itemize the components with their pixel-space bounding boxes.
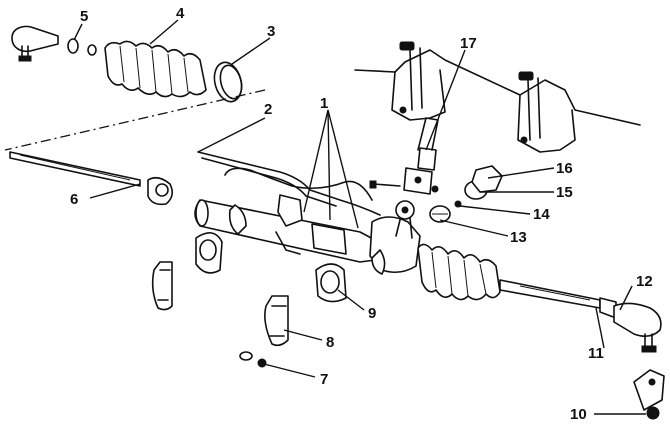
callout-16: 16 [556, 160, 573, 177]
rack-boot-left [104, 40, 207, 98]
callout-3: 3 [267, 23, 275, 40]
callout-13: 13 [510, 229, 527, 246]
tie-rod-right [499, 279, 617, 319]
outer-tie-rod-end-right [613, 302, 662, 353]
callout-14: 14 [533, 206, 550, 223]
boot-clamp [213, 61, 243, 103]
callout-labels: 1 2 3 4 5 6 7 8 9 10 11 12 13 14 15 16 1… [70, 5, 653, 423]
mounting-nut [239, 351, 267, 368]
mounting-strap-left [151, 261, 173, 311]
pinion-cover-cap [429, 205, 451, 223]
body-panel-mounting [354, 41, 641, 153]
rubber-bush-left [195, 232, 223, 274]
pinion-locknut [471, 165, 503, 193]
callout-9: 9 [368, 305, 376, 322]
pinion-seal [454, 200, 462, 208]
callout-1: 1 [320, 95, 328, 112]
callout-17: 17 [460, 35, 477, 52]
callout-8: 8 [326, 334, 334, 351]
outer-tie-rod-end-left [11, 25, 97, 62]
callout-6: 6 [70, 191, 78, 208]
callout-15: 15 [556, 184, 573, 201]
callout-2: 2 [264, 101, 272, 118]
rack-housing [194, 194, 421, 275]
rubber-bush-right [315, 263, 347, 303]
inner-tie-rod [9, 151, 174, 206]
callout-4: 4 [176, 5, 185, 22]
mounting-strap-right [264, 295, 289, 347]
leader-lines [73, 19, 646, 415]
callout-7: 7 [320, 371, 328, 388]
alignment-line [4, 89, 266, 151]
callout-11: 11 [588, 345, 604, 362]
lower-bracket [633, 369, 665, 420]
hydraulic-pipes [197, 151, 381, 216]
intermediate-shaft-joint [369, 117, 439, 195]
callout-5: 5 [80, 8, 88, 25]
small-washer [431, 185, 439, 193]
rack-boot-right [417, 243, 501, 301]
callout-10: 10 [570, 406, 587, 423]
callout-12: 12 [636, 273, 653, 290]
